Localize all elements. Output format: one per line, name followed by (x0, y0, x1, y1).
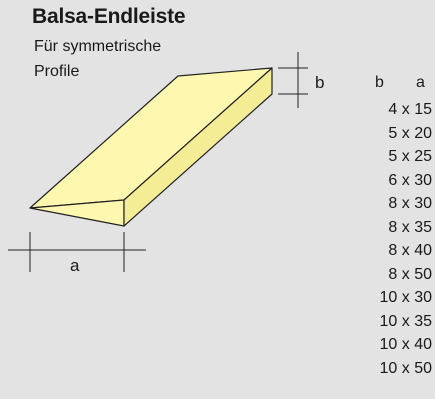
size-row: 8 x 50 (388, 265, 432, 283)
size-row: 10 x 30 (379, 289, 432, 306)
header-b: b (375, 74, 384, 91)
size-row: 10 x 50 (379, 359, 432, 377)
size-row: 4 x 15 (388, 101, 432, 118)
subtitle-line-2: Profile (34, 63, 80, 80)
dimension-b (278, 52, 308, 108)
profile-drawing: a b (8, 52, 324, 275)
dimension-a-label: a (70, 256, 80, 275)
subtitle-line-1: Für symmetrische (34, 38, 162, 55)
size-row: 8 x 30 (388, 195, 432, 212)
size-table: b a 4 x 15 5 x 20 5 x 25 6 x 30 8 x 30 8… (360, 74, 432, 380)
size-row: 5 x 25 (388, 148, 432, 165)
header-a: a (416, 74, 425, 91)
size-row: 8 x 35 (388, 218, 432, 236)
dimension-a (8, 232, 146, 272)
strip-side-face (123, 67, 273, 227)
size-table-header: b a (360, 74, 432, 98)
size-row: 8 x 40 (388, 242, 432, 259)
size-list: 4 x 15 5 x 20 5 x 25 6 x 30 8 x 30 8 x 3… (360, 98, 432, 380)
dimension-b-label: b (315, 73, 324, 92)
page-title: Balsa-Endleiste (32, 5, 186, 28)
size-row: 10 x 35 (379, 312, 432, 330)
size-row: 5 x 20 (388, 124, 432, 142)
size-row: 10 x 40 (379, 336, 432, 353)
size-row: 6 x 30 (388, 171, 432, 189)
